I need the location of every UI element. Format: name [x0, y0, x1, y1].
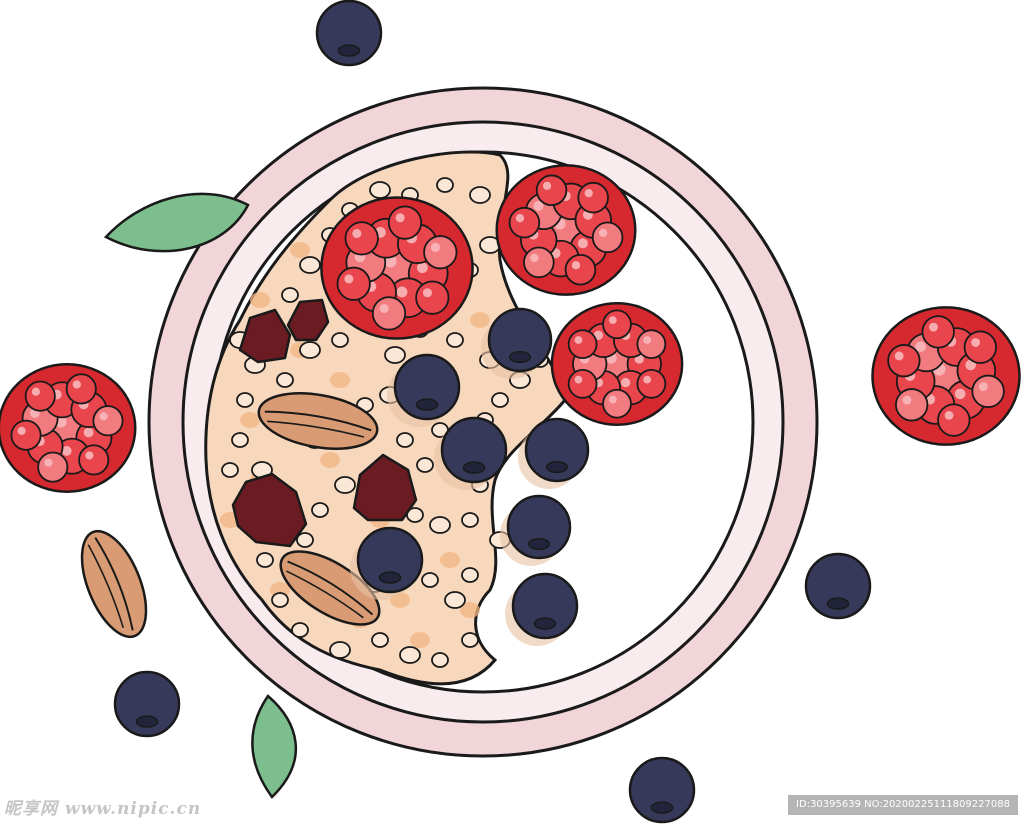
oat-flake: [231, 432, 249, 448]
oat-flake: [311, 502, 329, 518]
watermark-site-text: 昵享网 www.nipic.cn: [4, 799, 202, 819]
dried-cranberry: [231, 472, 308, 548]
blueberry: [113, 670, 181, 738]
oat-flake: [399, 646, 421, 664]
oat-flake: [276, 372, 294, 388]
oat-flake: [291, 622, 309, 638]
oat-flake: [429, 516, 451, 534]
oat-flake: [461, 567, 479, 583]
oat-flake: [446, 332, 464, 348]
oat-flake: [299, 341, 321, 359]
blueberry: [315, 0, 383, 67]
raspberry: [495, 164, 637, 296]
oat-flake: [299, 256, 321, 274]
oat-flake: [491, 392, 509, 408]
oat-flake: [436, 177, 454, 193]
blueberry: [500, 494, 572, 566]
leaf: [251, 694, 298, 799]
blueberry: [628, 756, 696, 824]
raspberry: [871, 306, 1021, 446]
oat-flake: [461, 512, 479, 528]
watermark-id-badge: ID:30395639 NO:20200225111809227088: [788, 795, 1018, 815]
oat-flake: [329, 641, 351, 659]
oat-flake: [431, 652, 449, 668]
blueberry: [804, 552, 872, 620]
dried-cranberry: [238, 308, 292, 364]
blueberry: [350, 526, 424, 600]
oat-flake: [469, 186, 491, 204]
oat-flake: [221, 462, 239, 478]
oat-flake: [334, 476, 356, 494]
oat-flake: [396, 432, 414, 448]
blueberry: [434, 416, 508, 490]
almond: [279, 550, 381, 626]
blueberry: [505, 572, 579, 646]
leaf: [103, 192, 250, 253]
oat-flake: [371, 632, 389, 648]
oat-flake: [421, 572, 439, 588]
oat-flake: [281, 287, 299, 303]
oat-flake: [461, 632, 479, 648]
oat-flake: [271, 592, 289, 608]
raspberry: [0, 363, 137, 493]
oat-flake: [416, 457, 434, 473]
oat-flake: [444, 591, 466, 609]
blueberry: [387, 353, 461, 427]
raspberry: [320, 196, 474, 340]
dried-cranberry: [352, 453, 418, 522]
dried-cranberry: [286, 298, 330, 342]
oat-flake: [331, 332, 349, 348]
oat-flake: [256, 552, 274, 568]
almond: [257, 392, 379, 450]
oat-flake: [296, 532, 314, 548]
blueberry: [518, 417, 590, 489]
blueberry: [481, 307, 553, 379]
raspberry: [550, 301, 684, 427]
oat-flake: [384, 346, 406, 364]
oat-flake: [369, 181, 391, 199]
almond: [80, 529, 148, 639]
oat-flake: [236, 392, 254, 408]
